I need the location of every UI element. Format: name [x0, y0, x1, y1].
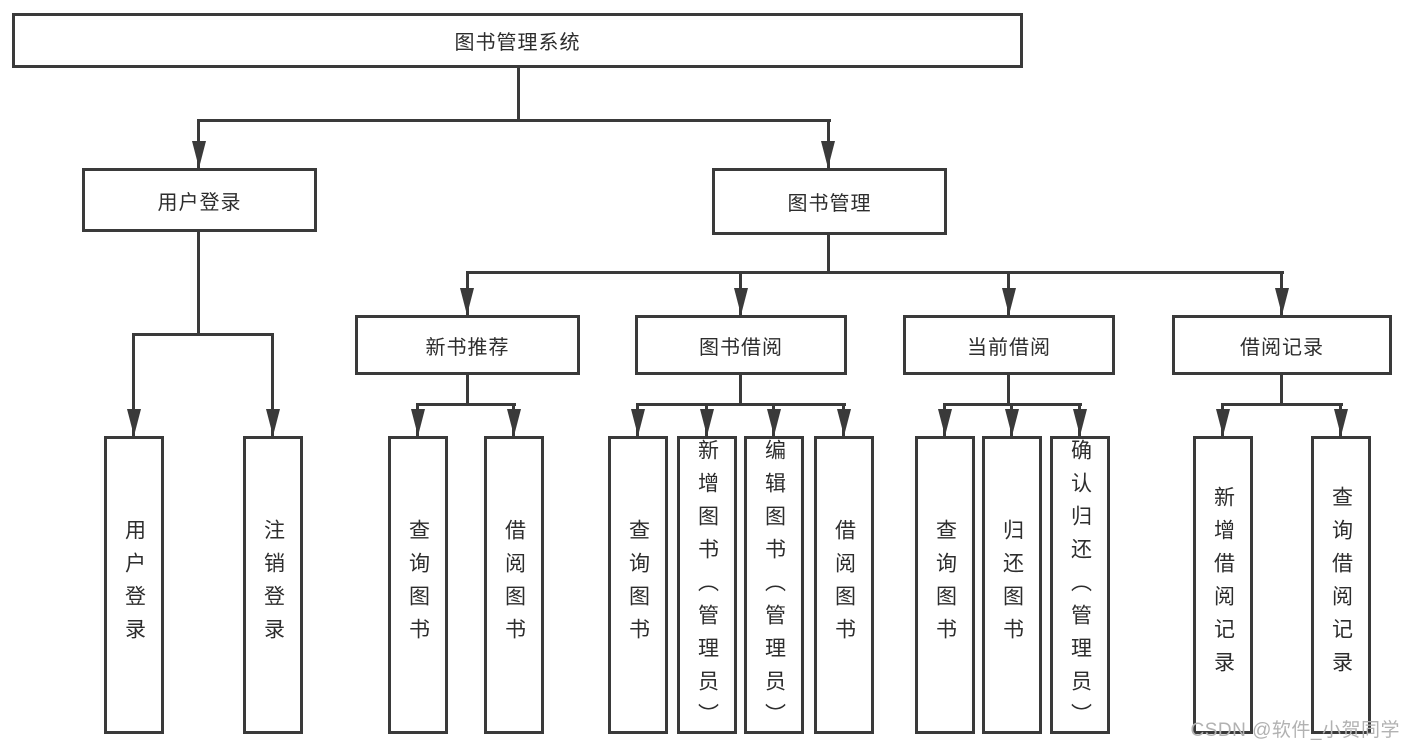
connector-line: [517, 68, 520, 122]
leaf-node-query-books-borrow: 查询图书: [608, 436, 668, 734]
connector-line: [416, 403, 516, 406]
leaf-node-user-login: 用户登录: [104, 436, 164, 734]
branch-node-user-login: 用户登录: [82, 168, 317, 232]
arrow-down-icon: [734, 288, 748, 315]
leaf-node-borrow-books: 借阅图书: [814, 436, 874, 734]
connector-line: [827, 235, 830, 274]
module-node-current-borrowing: 当前借阅: [903, 315, 1115, 375]
leaf-node-edit-books-admin: 编辑图书（管理员）: [744, 436, 804, 736]
arrow-down-icon: [700, 409, 714, 436]
connector-line: [1280, 375, 1283, 406]
leaf-node-query-borrow-record: 查询借阅记录: [1311, 436, 1371, 734]
leaf-node-add-borrow-record: 新增借阅记录: [1193, 436, 1253, 734]
module-node-book-borrowing: 图书借阅: [635, 315, 847, 375]
connector-line: [466, 271, 1284, 274]
branch-node-book-management: 图书管理: [712, 168, 947, 235]
leaf-node-query-books-current: 查询图书: [915, 436, 975, 734]
arrow-down-icon: [1334, 409, 1348, 436]
arrow-down-icon: [767, 409, 781, 436]
module-node-borrowing-records: 借阅记录: [1172, 315, 1392, 375]
connector-line: [197, 232, 200, 335]
connector-line: [132, 333, 135, 436]
connector-line: [636, 403, 846, 406]
connector-line: [739, 375, 742, 406]
connector-line: [1007, 375, 1010, 406]
module-node-new-book-recommend: 新书推荐: [355, 315, 580, 375]
leaf-node-logout: 注销登录: [243, 436, 303, 734]
connector-line: [271, 333, 274, 436]
leaf-node-return-books: 归还图书: [982, 436, 1042, 734]
arrow-down-icon: [266, 409, 280, 436]
arrow-down-icon: [821, 141, 835, 168]
arrow-down-icon: [460, 288, 474, 315]
arrow-down-icon: [127, 409, 141, 436]
connector-line: [466, 375, 469, 406]
arrow-down-icon: [1073, 409, 1087, 436]
arrow-down-icon: [1275, 288, 1289, 315]
connector-line: [132, 333, 274, 336]
leaf-node-confirm-return-admin: 确认归还（管理员）: [1050, 436, 1110, 736]
connector-line: [1221, 403, 1343, 406]
root-node: 图书管理系统: [12, 13, 1023, 68]
arrow-down-icon: [507, 409, 521, 436]
arrow-down-icon: [938, 409, 952, 436]
watermark: CSDN @软件_小贺同学: [1190, 720, 1400, 741]
arrow-down-icon: [192, 141, 206, 168]
arrow-down-icon: [837, 409, 851, 436]
leaf-node-add-books-admin: 新增图书（管理员）: [677, 436, 737, 736]
arrow-down-icon: [631, 409, 645, 436]
arrow-down-icon: [411, 409, 425, 436]
connector-line: [197, 119, 831, 122]
arrow-down-icon: [1216, 409, 1230, 436]
leaf-node-query-books-recommend: 查询图书: [388, 436, 448, 734]
arrow-down-icon: [1005, 409, 1019, 436]
leaf-node-borrow-books-recommend: 借阅图书: [484, 436, 544, 734]
arrow-down-icon: [1002, 288, 1016, 315]
